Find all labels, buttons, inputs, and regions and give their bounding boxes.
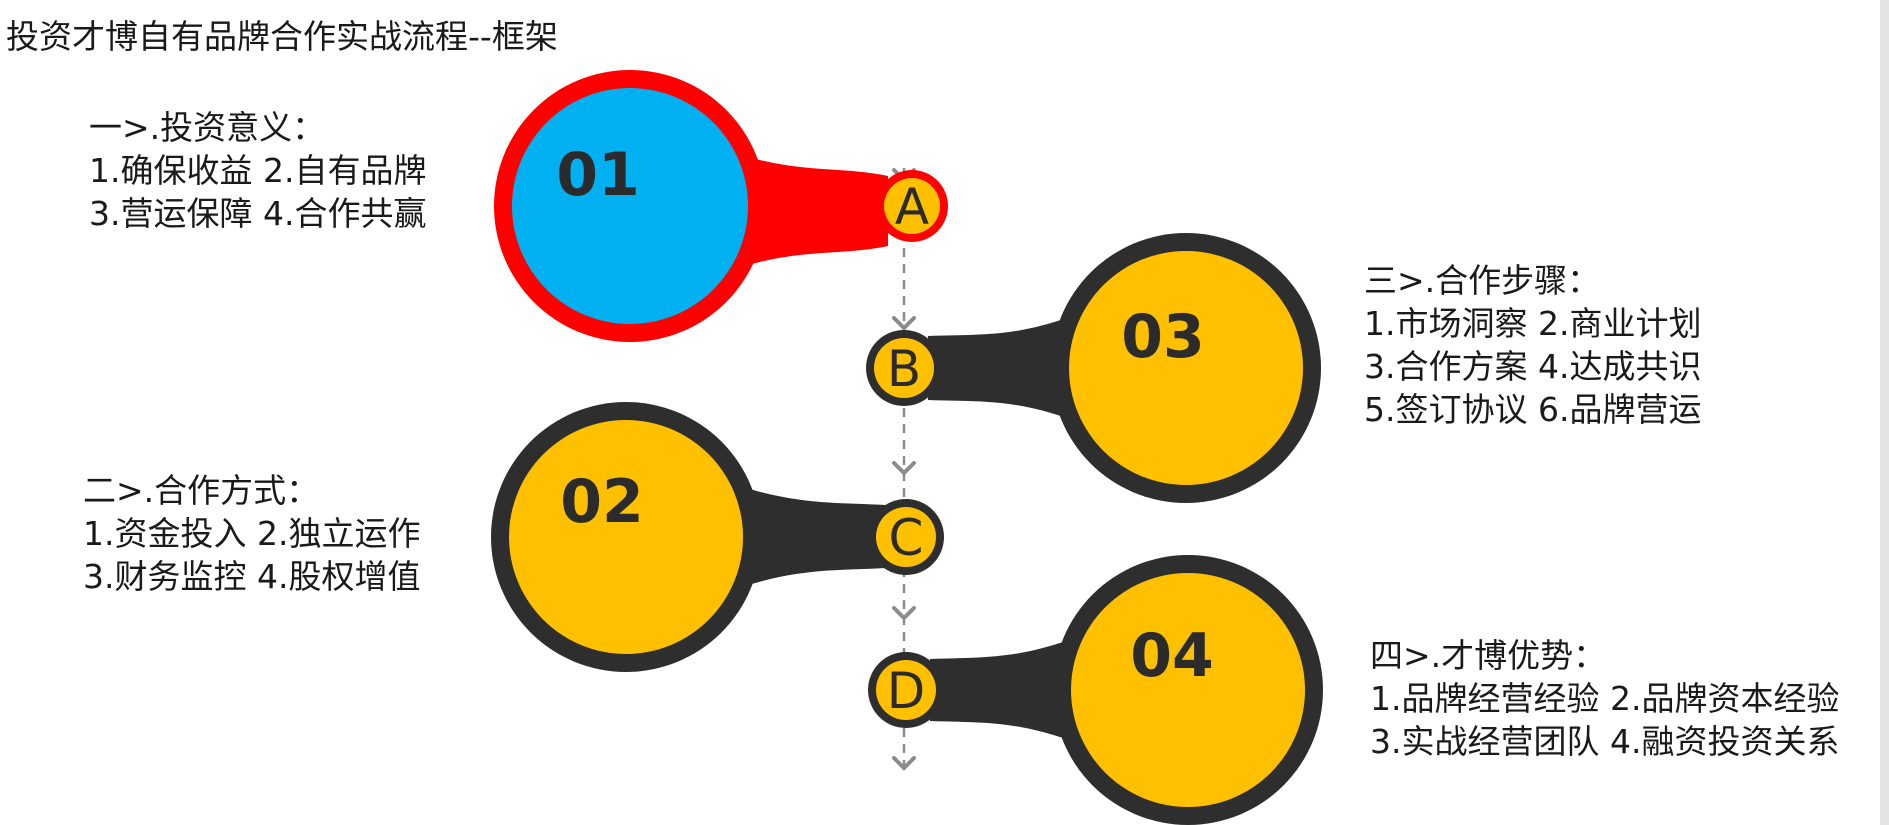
section-3-line: 3.合作方案 4.达成共识 xyxy=(1364,347,1702,386)
right-edge-bar xyxy=(1880,0,1889,825)
blob-02-number: 02 xyxy=(560,467,644,537)
section-2-heading: 二>.合作方式： xyxy=(83,471,320,510)
section-3-heading: 三>.合作步骤： xyxy=(1364,261,1601,300)
section-3-text: 三>.合作步骤： 1.市场洞察 2.商业计划 3.合作方案 4.达成共识 5.签… xyxy=(1364,259,1701,431)
down-arrow-icon xyxy=(892,316,916,331)
blob-04-inner xyxy=(1071,573,1305,807)
blob-04-group: 04 D xyxy=(868,555,1323,825)
blob-01-number: 01 xyxy=(556,140,640,210)
blob-04-number: 04 xyxy=(1130,621,1214,691)
section-3-line: 5.签订协议 6.品牌营运 xyxy=(1364,390,1702,429)
node-c-label: C xyxy=(889,509,924,567)
section-4-heading: 四>.才博优势： xyxy=(1370,636,1607,675)
section-2-line: 1.资金投入 2.独立运作 xyxy=(83,514,421,553)
blob-02-inner xyxy=(509,420,743,654)
section-3-line: 1.市场洞察 2.商业计划 xyxy=(1364,304,1702,343)
section-2-text: 二>.合作方式： 1.资金投入 2.独立运作 3.财务监控 4.股权增值 xyxy=(83,469,420,598)
blob-02-group: 02 C xyxy=(491,402,944,672)
node-b-inner xyxy=(874,338,934,398)
node-b-label: B xyxy=(887,340,921,398)
section-4-line: 1.品牌经营经验 2.品牌资本经验 xyxy=(1370,679,1840,718)
down-arrow-icon xyxy=(892,756,916,771)
section-1-heading: 一>.投资意义： xyxy=(89,108,326,147)
node-a-inner xyxy=(884,178,940,234)
blob-01-group: 01 A xyxy=(494,70,948,342)
down-arrow-icon xyxy=(892,606,916,621)
section-4-line: 3.实战经营团队 4.融资投资关系 xyxy=(1370,722,1840,761)
page-title: 投资才博自有品牌合作实战流程--框架 xyxy=(6,17,558,56)
blob-03-group: 03 B xyxy=(866,233,1321,503)
node-d-inner xyxy=(876,660,936,720)
blob-03-inner xyxy=(1069,251,1303,485)
blob-01-inner xyxy=(512,88,748,324)
section-1-text: 一>.投资意义： 1.确保收益 2.自有品牌 3.营运保障 4.合作共赢 xyxy=(89,106,426,235)
section-4-text: 四>.才博优势： 1.品牌经营经验 2.品牌资本经验 3.实战经营团队 4.融资… xyxy=(1370,634,1839,763)
section-1-line: 3.营运保障 4.合作共赢 xyxy=(89,194,427,233)
node-a-label: A xyxy=(895,178,929,236)
node-d-label: D xyxy=(887,662,926,720)
blob-03-number: 03 xyxy=(1121,302,1205,372)
section-2-line: 3.财务监控 4.股权增值 xyxy=(83,557,421,596)
node-c-inner xyxy=(876,507,936,567)
section-1-line: 1.确保收益 2.自有品牌 xyxy=(89,151,427,190)
down-arrow-icon xyxy=(892,461,916,476)
